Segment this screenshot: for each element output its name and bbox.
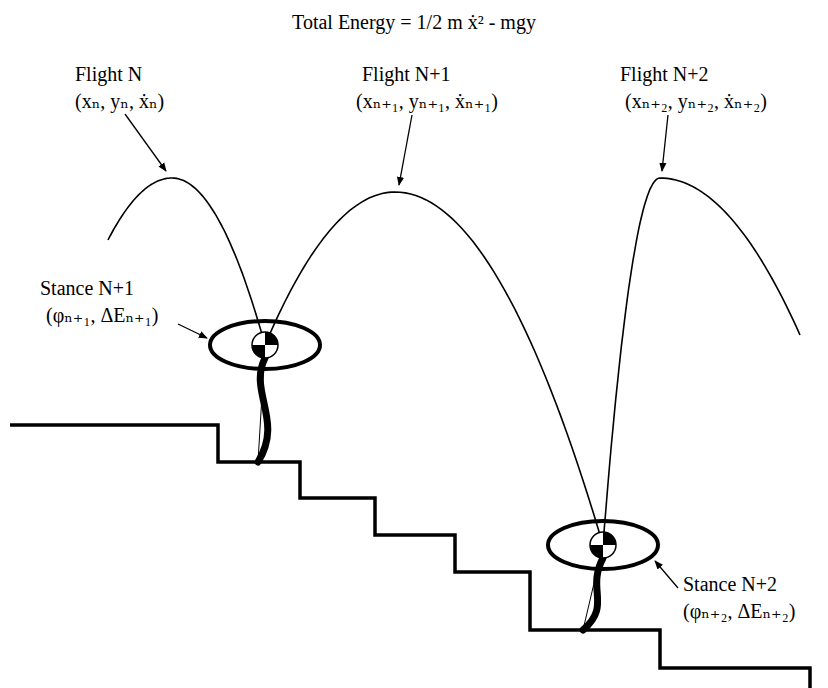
energy-equation: Total Energy = 1/2 m ẋ² - mgy — [292, 10, 536, 34]
staircase — [10, 425, 810, 688]
flight-arc — [265, 192, 603, 545]
robot-stance-2 — [548, 521, 658, 630]
flight-arc — [603, 178, 800, 545]
robot-stance-1 — [210, 321, 320, 462]
phase-name: Flight N+2 — [620, 62, 709, 86]
state-tuple: (φₙ₊₂, ΔEₙ₊₂) — [683, 599, 795, 623]
state-tuple: (xₙ₊₁, yₙ₊₁, ẋₙ₊₁) — [356, 89, 498, 113]
flight-trajectories — [108, 178, 800, 545]
phase-name: Stance N+2 — [683, 572, 777, 596]
state-tuple: (xₙ₊₂, yₙ₊₂, ẋₙ₊₂) — [625, 89, 767, 113]
leader-arrows — [125, 114, 678, 588]
state-tuple: (φₙ₊₁, ΔEₙ₊₁) — [46, 303, 158, 327]
phase-name: Flight N+1 — [362, 62, 451, 86]
phase-name: Stance N+1 — [40, 276, 134, 300]
phase-name: Flight N — [75, 62, 142, 86]
state-tuple: (xₙ, yₙ, ẋₙ) — [75, 89, 164, 113]
